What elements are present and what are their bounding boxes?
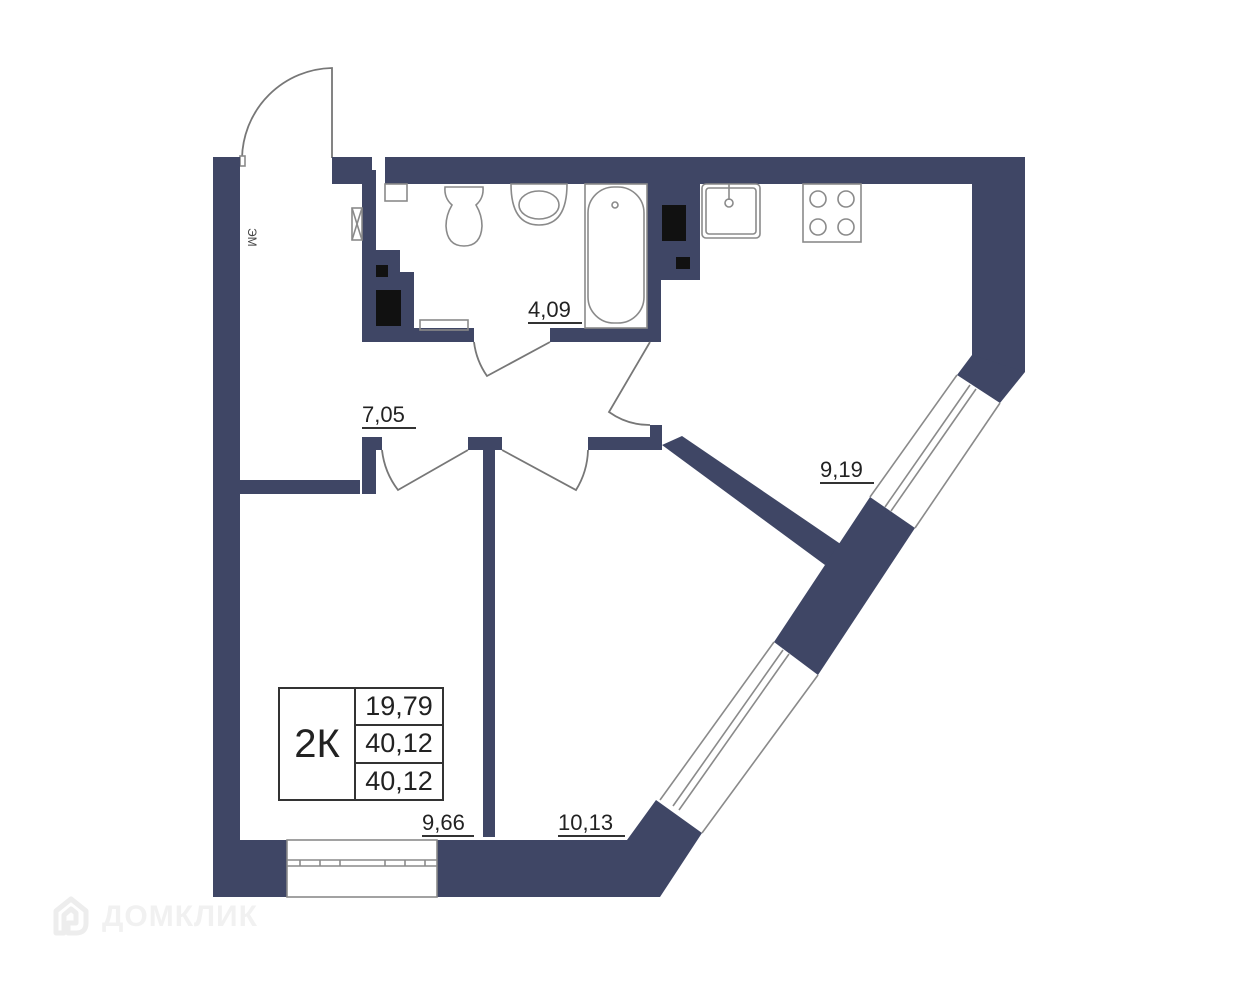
house-logo-icon [53,896,89,936]
hallway-area: 7,05 [362,402,405,427]
walls [213,157,1025,897]
domclick-watermark: ДОМКЛИК [48,893,258,941]
kitchen-area: 9,19 [820,457,863,482]
windows [286,374,1001,898]
interior-doors [381,341,651,492]
apartment-type: 2К [280,689,356,799]
bathroom-fixtures [351,183,648,331]
watermark-text: ДОМКЛИК [102,900,258,933]
total-area-with-balcony: 40,12 [365,765,433,796]
bathroom-area: 4,09 [528,297,571,322]
electric-panel-label: ЭМ [245,228,259,247]
entrance-door [239,67,333,167]
bedroom-right-area: 10,13 [558,810,613,835]
apartment-summary: 2К 19,79 40,12 40,12 [278,687,444,801]
bedroom-left-area: 9,66 [422,810,465,835]
total-area: 40,12 [356,726,442,764]
kitchen-fixtures [662,183,862,269]
room-labels: 4,09 7,05 9,19 9,66 10,13 ЭМ [245,228,874,837]
living-area: 19,79 [356,689,442,727]
